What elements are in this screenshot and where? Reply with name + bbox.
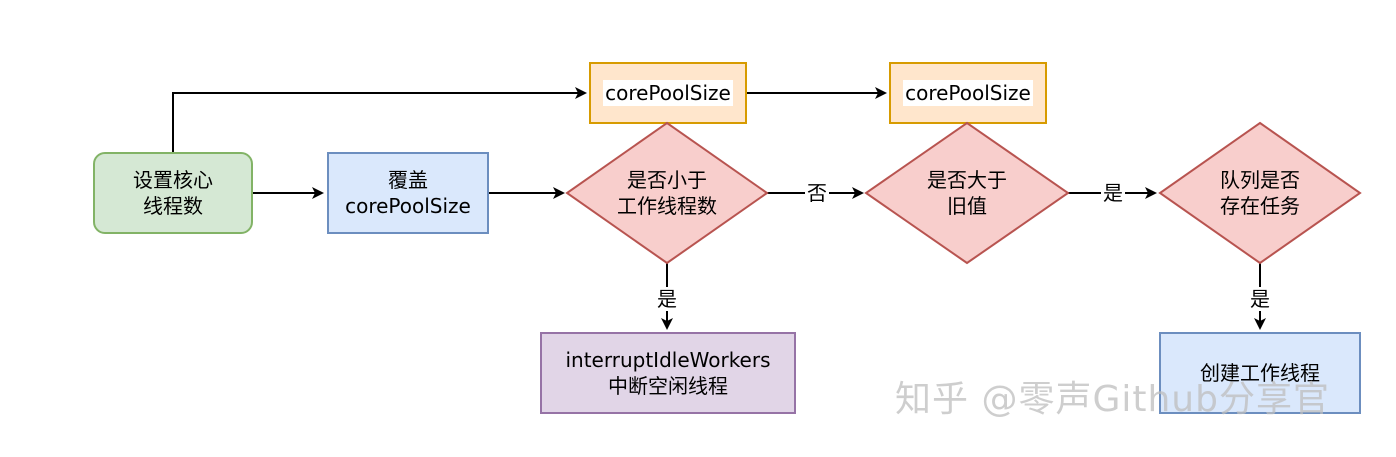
- tag-core-2: corePoolSize: [890, 63, 1046, 123]
- interrupt-node-shape: [540, 332, 796, 414]
- edge-set-to-tag1: [172, 87, 587, 153]
- queue-has-tasks-node: 队列是否 存在任务: [1160, 153, 1360, 233]
- less-than-workers-node: 是否小于 工作线程数: [567, 153, 767, 233]
- less-than-workers-line2: 工作线程数: [617, 194, 717, 218]
- watermark-text: 知乎 @零声Github分享官: [895, 379, 1330, 420]
- less-than-workers-shape: [565, 121, 769, 265]
- less-than-workers-line1: 是否小于: [627, 168, 707, 192]
- set-core-line2: 线程数: [143, 194, 203, 218]
- override-node-shape: [327, 152, 489, 234]
- greater-than-old-node: 是否大于 旧值: [866, 153, 1068, 233]
- create-worker-node: 创建工作线程: [1160, 333, 1360, 413]
- edge-label-yes-interrupt: 是: [655, 287, 679, 311]
- create-worker-node-shape: [1159, 332, 1361, 414]
- interrupt-line2: 中断空闲线程: [608, 374, 728, 398]
- tag-core-2-label: corePoolSize: [903, 80, 1033, 106]
- set-core-line1: 设置核心: [133, 168, 213, 192]
- set-core-node: 设置核心 线程数: [94, 153, 252, 233]
- tag-core-1-label: corePoolSize: [603, 80, 733, 106]
- override-line1: 覆盖: [388, 168, 428, 192]
- edge-label-yes-create: 是: [1248, 287, 1272, 311]
- tag-core-1: corePoolSize: [590, 63, 746, 123]
- interrupt-line1: interruptIdleWorkers: [565, 348, 771, 372]
- queue-has-tasks-line1: 队列是否: [1220, 168, 1300, 192]
- greater-than-old-line2: 旧值: [947, 194, 987, 218]
- override-node: 覆盖 corePoolSize: [328, 153, 488, 233]
- edge-label-no: 否: [805, 181, 829, 205]
- create-worker-label: 创建工作线程: [1200, 361, 1320, 385]
- interrupt-node: interruptIdleWorkers 中断空闲线程: [541, 333, 795, 413]
- edge-label-yes-queue: 是: [1101, 181, 1125, 205]
- greater-than-old-shape: [864, 121, 1070, 265]
- override-line2: corePoolSize: [345, 194, 471, 218]
- set-core-node-shape: [93, 152, 253, 234]
- greater-than-old-line1: 是否大于: [927, 168, 1007, 192]
- queue-has-tasks-line2: 存在任务: [1220, 194, 1300, 218]
- queue-has-tasks-shape: [1158, 121, 1362, 265]
